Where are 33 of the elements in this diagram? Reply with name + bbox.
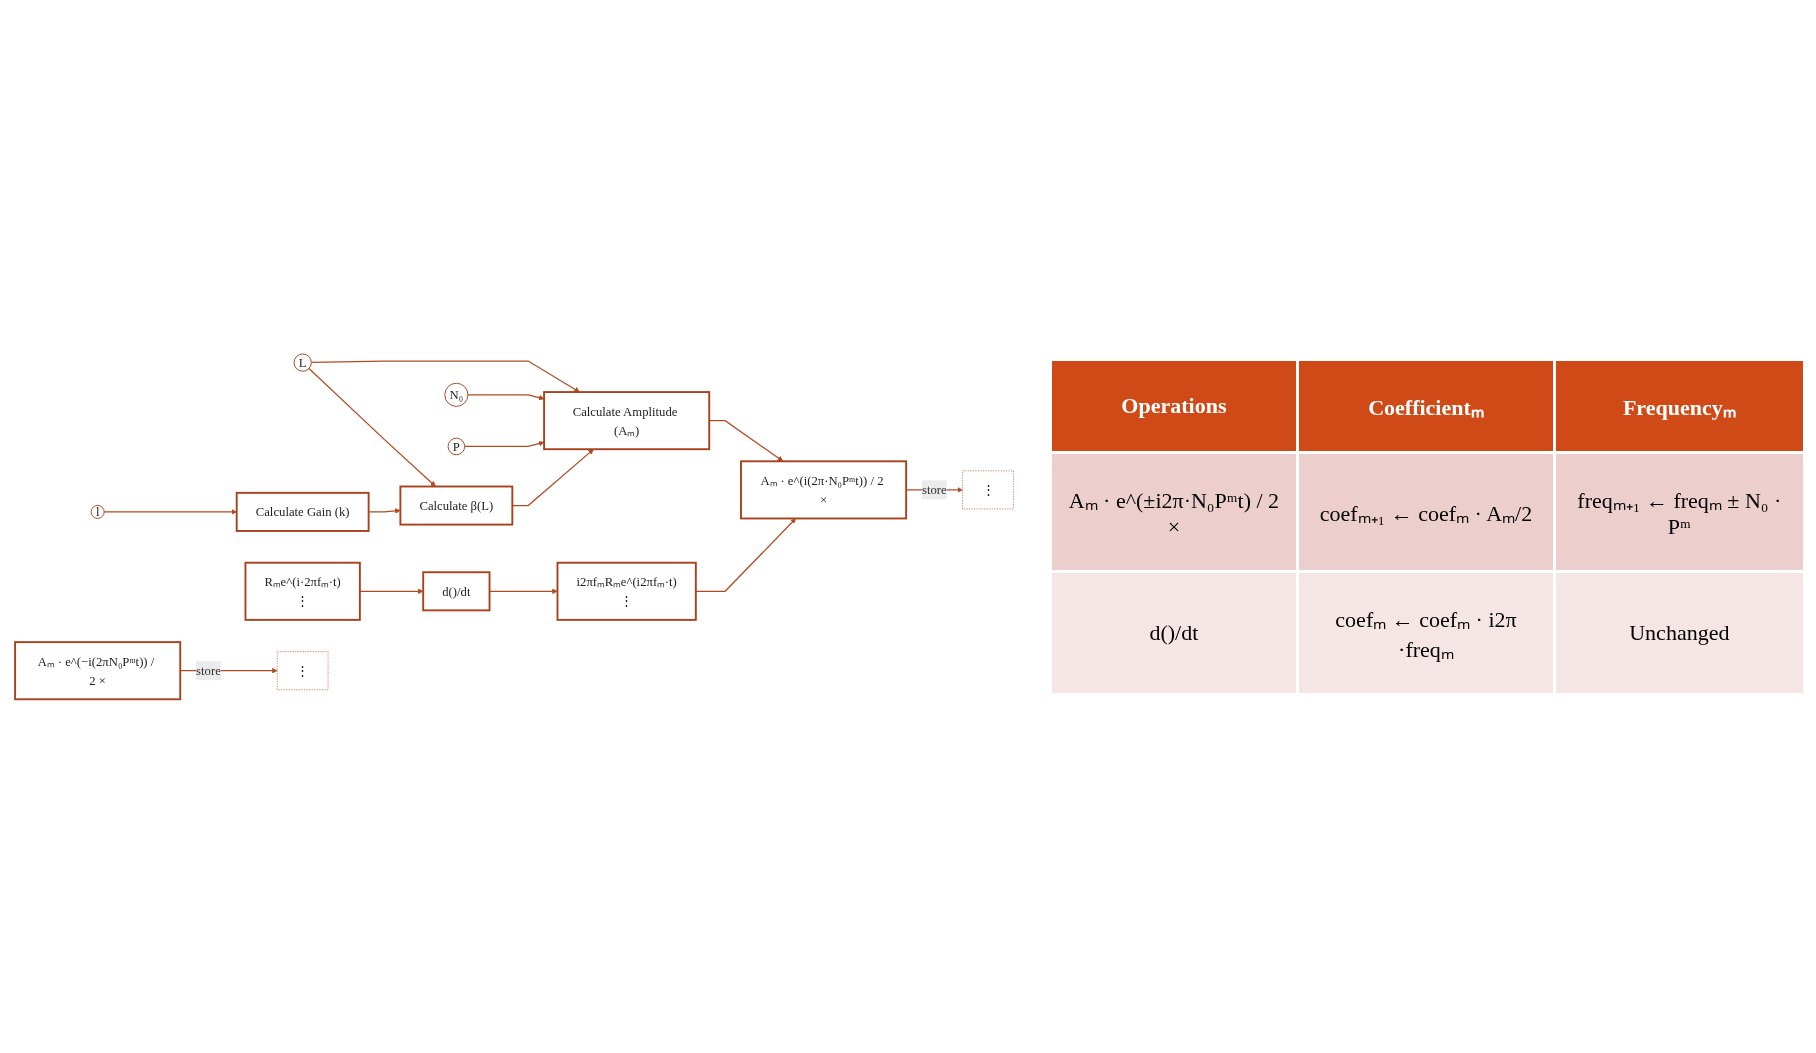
column-header: Coefficientₘ: [1299, 360, 1553, 451]
node-box: Aₘ · e^(i(2π·N₀Pᵐt)) / 2 ×: [740, 460, 908, 520]
table-cell: freqₘ₊₁ ← freqₘ ± N₀ · Pᵐ: [1555, 453, 1803, 570]
arrow: [368, 508, 401, 515]
node-box: Calculate Amplitude (Aₘ): [543, 391, 711, 451]
node-circle: N₀: [444, 383, 469, 408]
node-circle: l: [90, 505, 105, 520]
table-cell: Aₘ · e^(±i2π·N₀Pᵐt) / 2 ×: [1051, 453, 1297, 570]
node-box: Rₘe^(i·2πfₘ·t) ⋮: [244, 562, 361, 622]
node-circle: L: [293, 353, 312, 373]
column-header: Frequencyₘ: [1555, 360, 1803, 451]
edge-label: store: [922, 483, 947, 498]
arrow: [464, 441, 545, 448]
node-circle: P: [447, 438, 466, 456]
arrow: [467, 394, 545, 401]
node-box: Aₘ · e^(−i(2πN₀Pᵐt)) / 2 ×: [14, 641, 182, 701]
arrow: [310, 360, 580, 393]
table-cell: d()/dt: [1051, 572, 1297, 693]
table-cell: coefₘ₊₁ ← coefₘ · Aₘ/2: [1299, 453, 1553, 570]
edge-label: store: [196, 664, 221, 678]
arrow: [103, 509, 237, 515]
node-box: ⋮: [276, 651, 329, 691]
arrow: [359, 588, 424, 595]
arrow: [308, 368, 436, 488]
arrow: [695, 518, 797, 593]
node-box: i2πfₘRₘe^(i2πfₘ·t) ⋮: [556, 562, 697, 622]
column-header: Operations: [1051, 360, 1297, 451]
table-cell: Unchanged: [1555, 572, 1803, 693]
table-cell: coefₘ ← coefₘ · i2π ·freqₘ: [1299, 572, 1553, 693]
node-box: ⋮: [962, 470, 1014, 510]
node-box: Calculate Gain (k): [235, 492, 370, 533]
node-box: d()/dt: [422, 571, 491, 612]
node-box: Calculate β(L): [399, 485, 514, 526]
